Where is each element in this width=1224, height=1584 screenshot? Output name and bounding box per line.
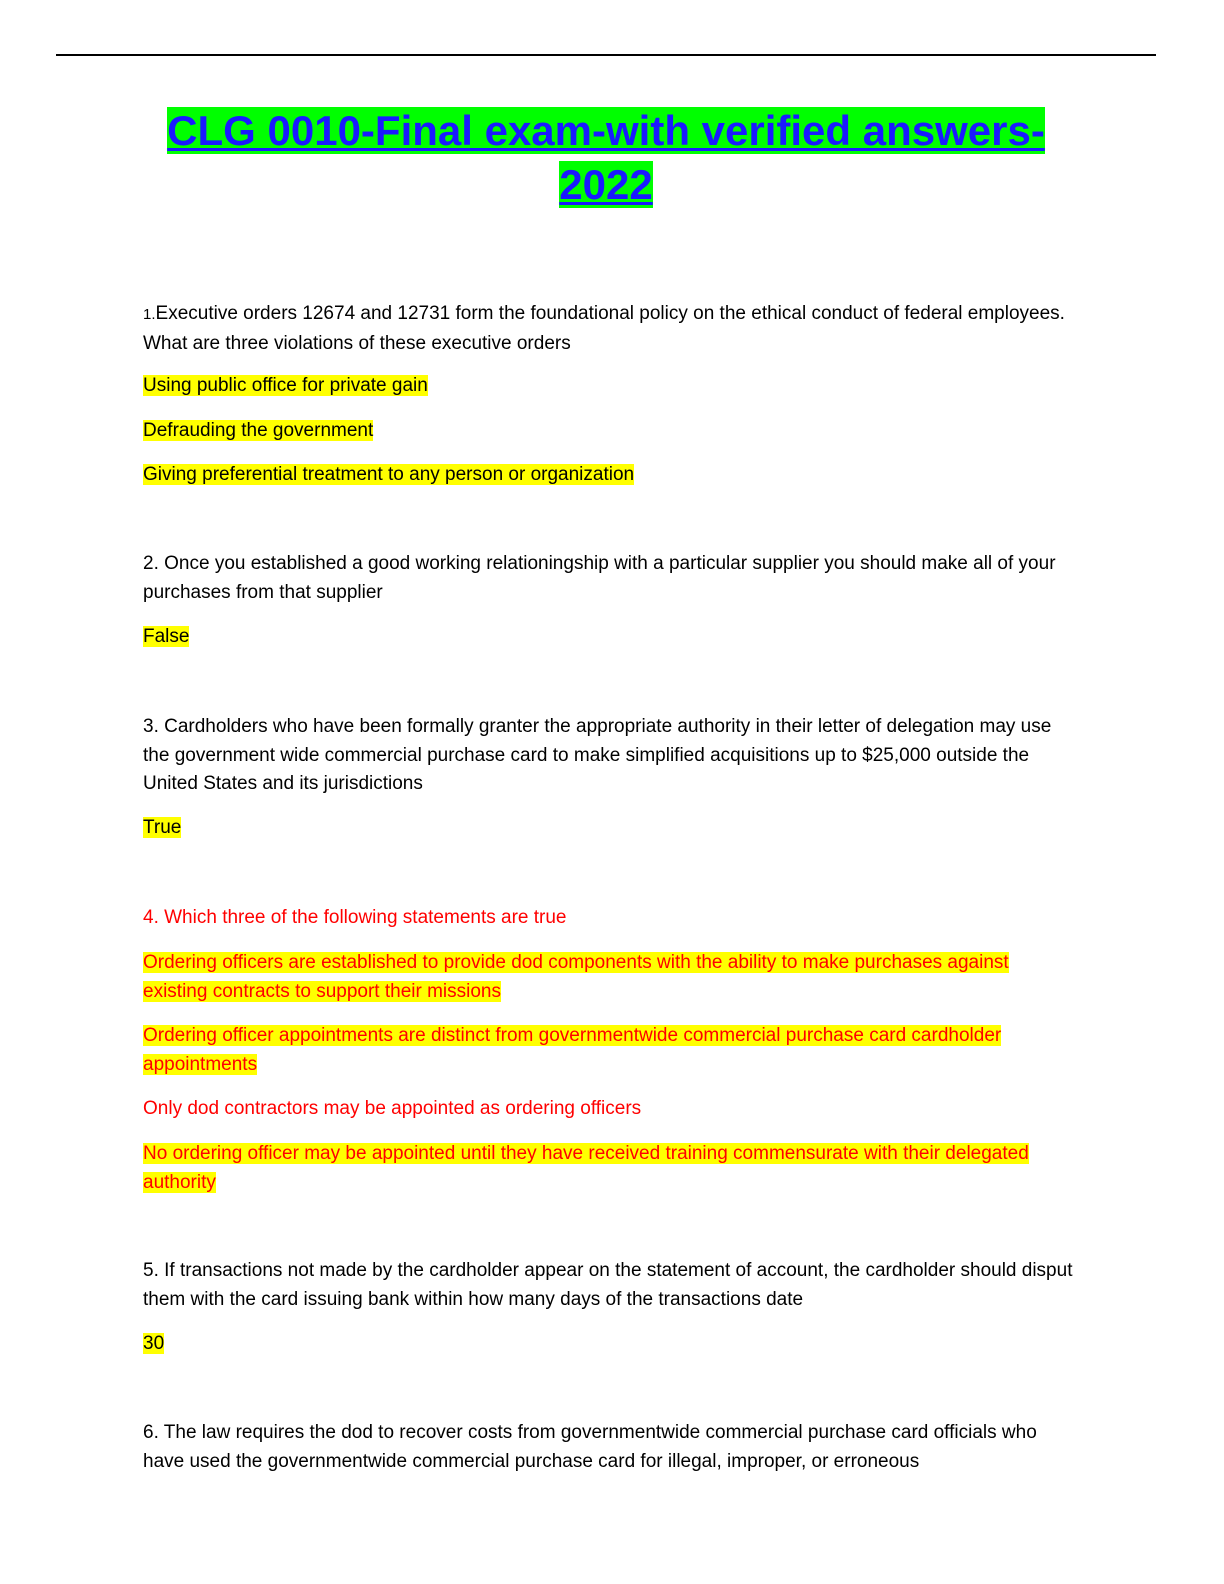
question-4-option-2: Ordering officer appointments are distin… xyxy=(143,1025,1002,1075)
question-4-option-3: Only dod contractors may be appointed as… xyxy=(143,1098,642,1119)
question-1-answer-3: Giving preferential treatment to any per… xyxy=(143,464,635,485)
question-3: 3. Cardholders who have been formally gr… xyxy=(143,716,1052,794)
question-4-option-4: No ordering officer may be appointed unt… xyxy=(143,1143,1029,1193)
question-3-answer: True xyxy=(143,817,182,838)
question-4: 4. Which three of the following statemen… xyxy=(143,907,567,928)
question-1-answer-2: Defrauding the government xyxy=(143,420,374,441)
question-1: 1.Executive orders 12674 and 12731 form … xyxy=(143,300,1078,358)
question-1-number: 1. xyxy=(143,306,156,323)
title-line-2: 2022 xyxy=(559,161,653,208)
question-5-answer: 30 xyxy=(143,1333,165,1354)
question-5: 5. If transactions not made by the cardh… xyxy=(143,1260,1073,1310)
question-2-answer: False xyxy=(143,626,190,647)
question-1-answer-1: Using public office for private gain xyxy=(143,375,428,396)
question-4-option-1: Ordering officers are established to pro… xyxy=(143,952,1009,1002)
question-2: 2. Once you established a good working r… xyxy=(143,553,1056,603)
page-title: CLG 0010-Final exam-with verified answer… xyxy=(140,104,1072,212)
title-line-1: CLG 0010-Final exam-with verified answer… xyxy=(167,107,1045,154)
top-rule xyxy=(56,54,1156,56)
question-6: 6. The law requires the dod to recover c… xyxy=(143,1422,1037,1472)
question-1-text: Executive orders 12674 and 12731 form th… xyxy=(143,303,1065,354)
